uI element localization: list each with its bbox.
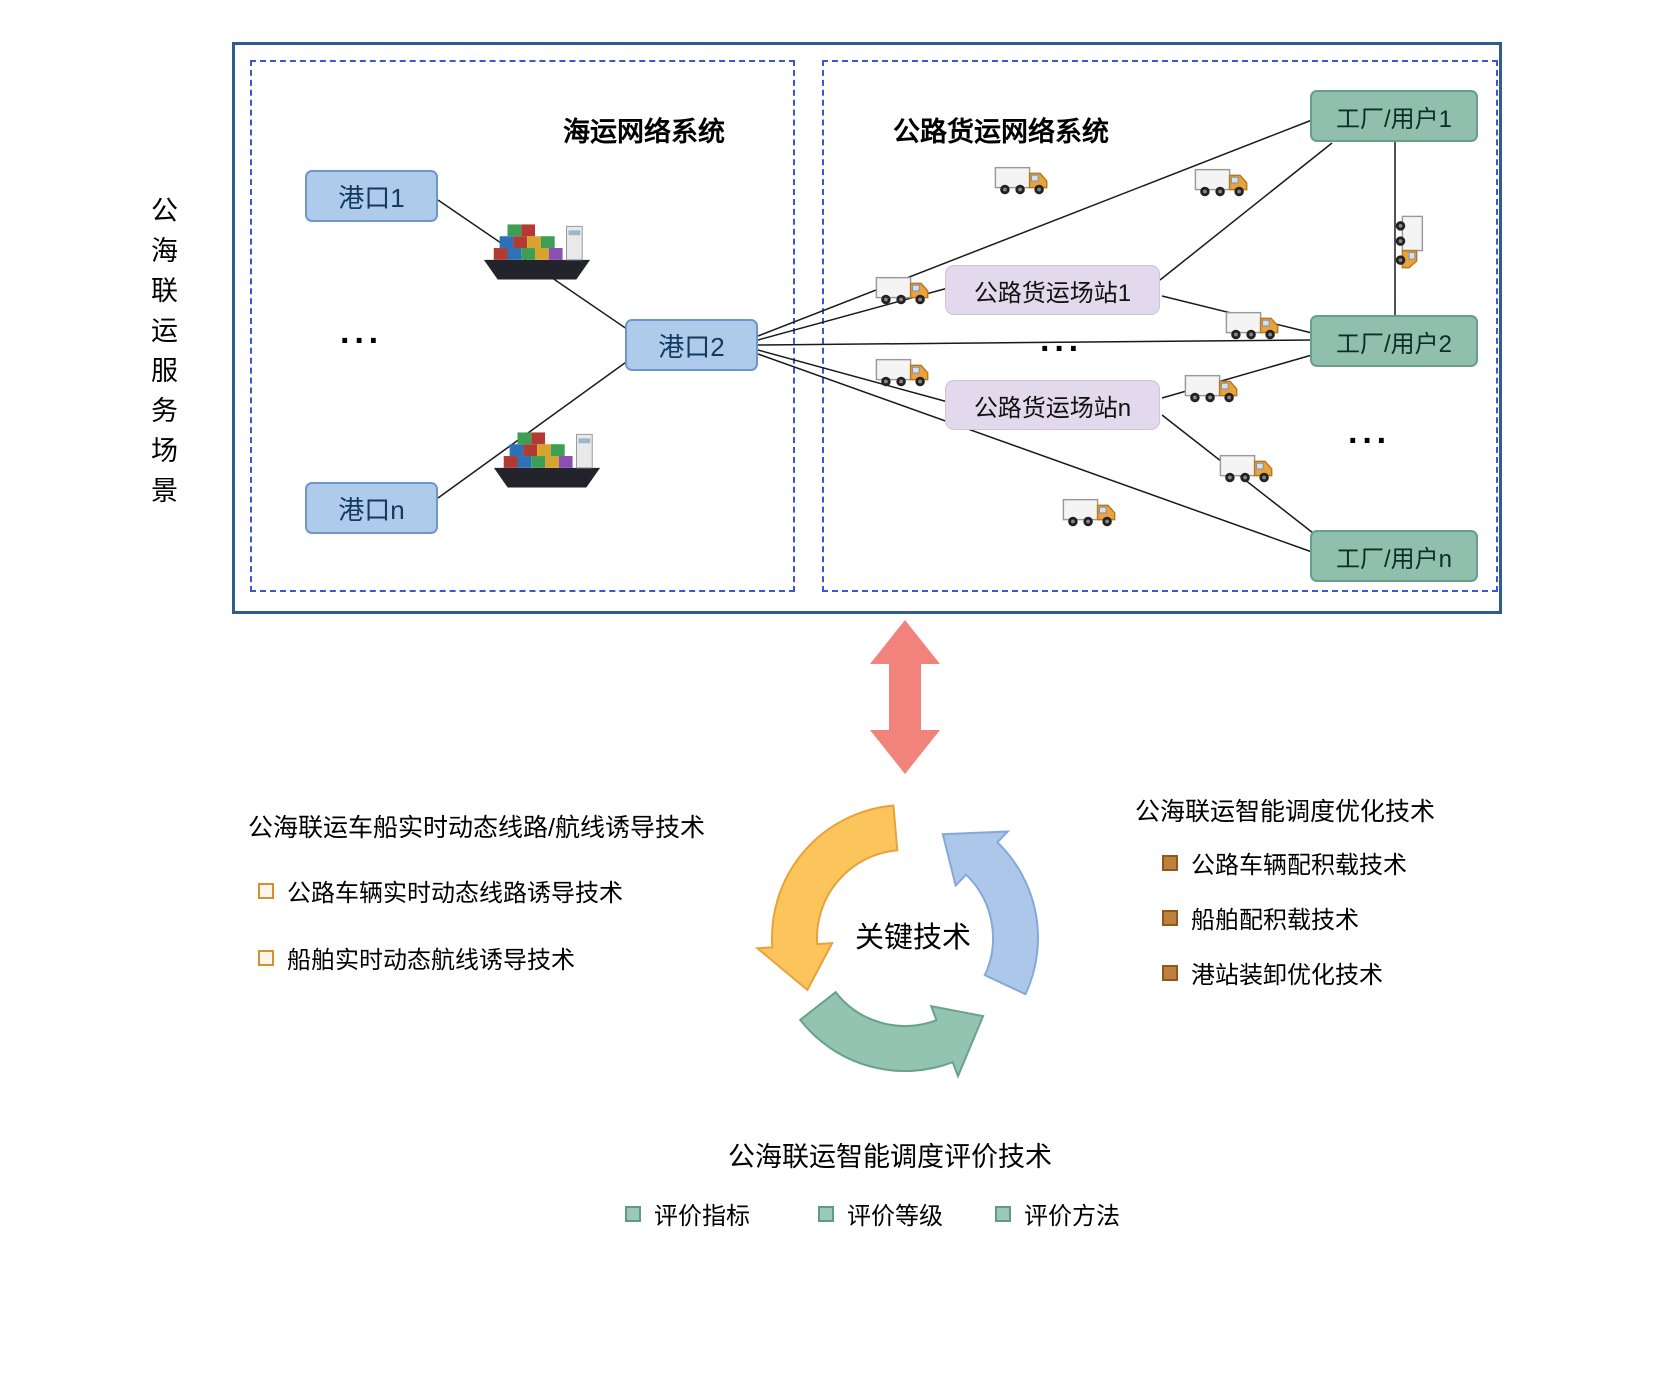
maritime-network-frame (250, 60, 795, 592)
dispatch-item-ship-load: 船舶配积载技术 (1162, 900, 1359, 935)
truck-icon-rotated (1395, 215, 1424, 269)
evaluation-item-indicator-label: 评价指标 (654, 1203, 750, 1230)
square-bullet-icon (258, 882, 274, 899)
truck-icon (1395, 215, 1424, 269)
truck-icon (1225, 311, 1279, 340)
cycle-arrow-blue (941, 830, 1039, 996)
connection-line (437, 351, 641, 499)
connection-line (757, 349, 949, 403)
truck-icon (1184, 374, 1238, 403)
cycle-arrow-green (798, 990, 985, 1079)
evaluation-item-method-label: 评价方法 (1024, 1203, 1120, 1230)
node-factory-n: 工厂/用户n (1310, 530, 1478, 582)
node-station-n: 公路货运场站n (945, 380, 1160, 430)
evaluation-tech-title: 公海联运智能调度评价技术 (728, 1142, 1052, 1172)
square-bullet-icon (1162, 909, 1178, 926)
dispatch-item-terminal: 港站装卸优化技术 (1162, 955, 1383, 990)
dispatch-item-terminal-label: 港站装卸优化技术 (1191, 962, 1383, 989)
cycle-arrow-yellow (754, 804, 899, 992)
truck-icon (875, 358, 929, 387)
truck-icon (1219, 454, 1273, 483)
evaluation-item-method: 评价方法 (995, 1196, 1120, 1231)
scene-vertical-label: 公海联运服务场景 (147, 196, 177, 516)
dispatch-item-truck-load-label: 公路车辆配积载技术 (1191, 852, 1407, 879)
factories-ellipsis: ··· (1348, 422, 1391, 460)
guidance-tech-title: 公海联运车船实时动态线路/航线诱导技术 (248, 814, 705, 842)
dispatch-item-ship-load-label: 船舶配积载技术 (1191, 907, 1359, 934)
connection-line (757, 353, 1313, 553)
node-factory-2: 工厂/用户2 (1310, 315, 1478, 367)
connection-line (757, 119, 1313, 337)
dispatch-tech-title: 公海联运智能调度优化技术 (1135, 798, 1436, 826)
node-factory-1: 工厂/用户1 (1310, 90, 1478, 142)
connection-line (1159, 142, 1333, 281)
node-port-1: 港口1 (305, 170, 438, 222)
square-bullet-icon (1162, 964, 1178, 981)
road-network-frame (822, 60, 1498, 592)
evaluation-item-indicator: 评价指标 (625, 1196, 750, 1231)
ports-ellipsis: ··· (340, 322, 383, 360)
square-bullet-icon (818, 1205, 834, 1222)
road-network-title: 公路货运网络系统 (893, 117, 1109, 147)
guidance-item-road-label: 公路车辆实时动态线路诱导技术 (287, 880, 623, 907)
bidirectional-arrow-icon (870, 620, 940, 774)
connection-line (757, 339, 1313, 346)
maritime-network-title: 海运网络系统 (563, 117, 725, 147)
guidance-item-ship: 船舶实时动态航线诱导技术 (258, 940, 575, 975)
square-bullet-icon (625, 1205, 641, 1222)
node-port-n: 港口n (305, 482, 438, 534)
guidance-item-road: 公路车辆实时动态线路诱导技术 (258, 873, 623, 908)
key-tech-center-label: 关键技术 (854, 922, 971, 954)
dispatch-item-truck-load: 公路车辆配积载技术 (1162, 845, 1407, 880)
evaluation-item-grade-label: 评价等级 (847, 1203, 943, 1230)
truck-icon (1194, 168, 1248, 197)
node-station-1: 公路货运场站1 (945, 265, 1160, 315)
square-bullet-icon (995, 1205, 1011, 1222)
node-port-2: 港口2 (625, 319, 758, 371)
square-bullet-icon (1162, 854, 1178, 871)
scenario-outer-frame (232, 42, 1502, 614)
truck-icon (875, 276, 929, 305)
stations-ellipsis: ··· (1040, 330, 1083, 368)
square-bullet-icon (258, 949, 274, 966)
truck-icon (994, 166, 1048, 195)
container-ship-icon (483, 223, 591, 280)
container-ship-icon (493, 431, 601, 488)
evaluation-item-grade: 评价等级 (818, 1196, 943, 1231)
truck-icon (1062, 498, 1116, 527)
guidance-item-ship-label: 船舶实时动态航线诱导技术 (287, 947, 575, 974)
